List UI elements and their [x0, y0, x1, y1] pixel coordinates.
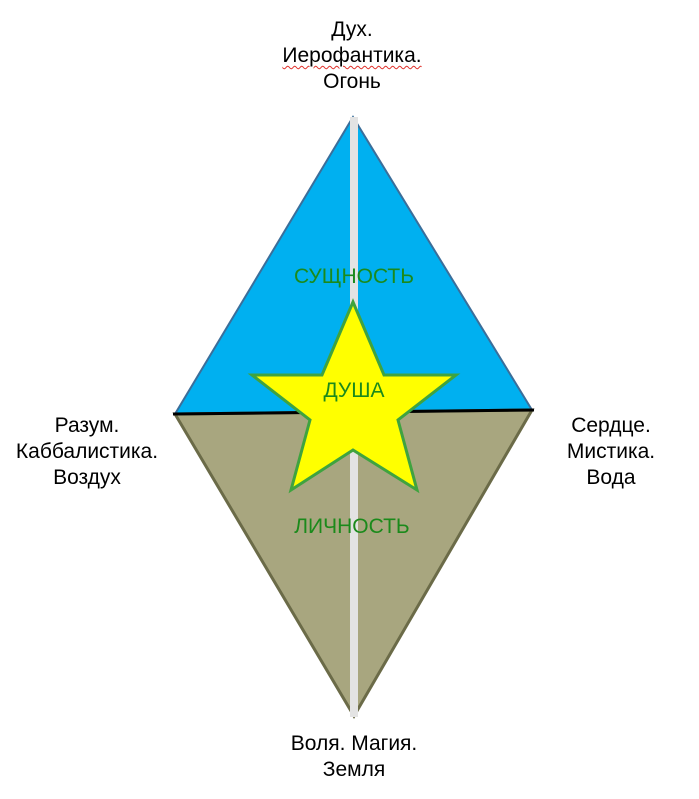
zone-personality-label: ЛИЧНОСТЬ — [294, 515, 410, 538]
top-line-1: Дух. — [331, 18, 373, 41]
soul-star — [247, 298, 461, 494]
bottom-line-1: Воля. Магия. — [290, 732, 418, 755]
bottom-line-2: Земля — [322, 758, 386, 781]
label-bottom-will: Воля. Магия. Земля — [254, 731, 454, 783]
right-line-1: Сердце. — [571, 414, 651, 437]
right-line-3: Вода — [586, 466, 636, 489]
top-line-2: Иерофантика. — [252, 43, 452, 69]
left-line-1: Разум. — [54, 414, 120, 437]
right-line-2: Мистика. — [566, 440, 656, 463]
label-left-mind: Разум. Каббалистика. Воздух — [2, 413, 172, 491]
left-line-3: Воздух — [53, 466, 121, 489]
zone-soul-label: ДУША — [323, 379, 385, 402]
zone-essence-label: СУЩНОСТЬ — [293, 265, 415, 288]
label-top-spirit: Дух. Иерофантика. Огонь — [252, 17, 452, 95]
top-line-3: Огонь — [323, 70, 381, 93]
top-line-2-text: Иерофантика. — [282, 44, 422, 67]
label-right-heart: Сердце. Мистика. Вода — [541, 413, 681, 491]
left-line-2: Каббалистика. — [15, 440, 159, 463]
